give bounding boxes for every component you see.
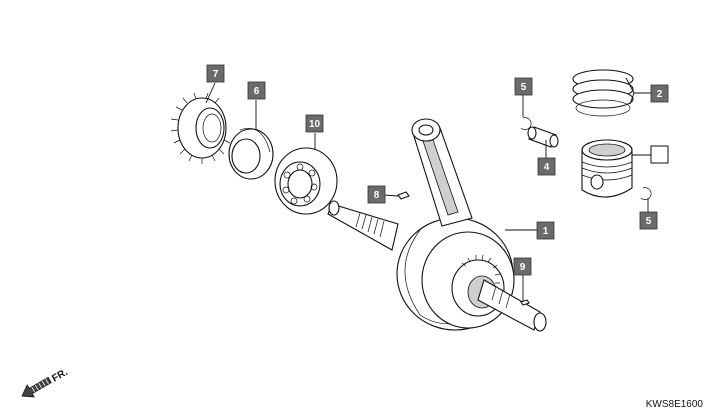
- crankshaft-part[interactable]: [327, 118, 547, 332]
- callout-7: 7: [206, 64, 225, 83]
- svg-text:10: 10: [309, 119, 321, 130]
- woodruff-key-part[interactable]: [397, 191, 410, 200]
- diagram-code: KWS8E1600: [645, 399, 703, 410]
- callout-8: 8: [367, 185, 386, 204]
- callout-2: 2: [650, 84, 669, 103]
- svg-text:8: 8: [374, 190, 380, 201]
- svg-text:2: 2: [657, 89, 663, 100]
- callout-5-upper: 5: [514, 77, 533, 96]
- callout-5-lower: 5: [639, 211, 658, 230]
- piston-pin-part[interactable]: [527, 126, 559, 148]
- svg-text:5: 5: [521, 82, 527, 93]
- piston-part[interactable]: [581, 139, 633, 198]
- piston-pin-clip-part[interactable]: [520, 117, 532, 130]
- piston-rings-part[interactable]: [572, 69, 634, 117]
- piston-pin-clip-part-lower[interactable]: [640, 187, 652, 200]
- svg-text:5: 5: [646, 216, 652, 227]
- callout-3-empty: [650, 145, 669, 164]
- ring-part[interactable]: [228, 128, 274, 180]
- svg-text:9: 9: [520, 262, 526, 273]
- svg-text:6: 6: [254, 86, 260, 97]
- svg-text:4: 4: [544, 162, 550, 173]
- leader-lines: [205, 77, 651, 301]
- svg-text:7: 7: [213, 69, 219, 80]
- gear-part[interactable]: [170, 92, 231, 164]
- callout-6: 6: [247, 81, 266, 100]
- callout-10: 10: [305, 114, 324, 133]
- callout-9: 9: [513, 257, 532, 276]
- direction-label: FR.: [50, 367, 70, 385]
- small-key-part[interactable]: [520, 299, 530, 306]
- callout-4: 4: [537, 157, 556, 176]
- svg-text:1: 1: [543, 226, 549, 237]
- callout-1: 1: [536, 221, 555, 240]
- bearing-part[interactable]: [274, 147, 338, 215]
- forward-arrow-icon: FR.: [21, 367, 70, 398]
